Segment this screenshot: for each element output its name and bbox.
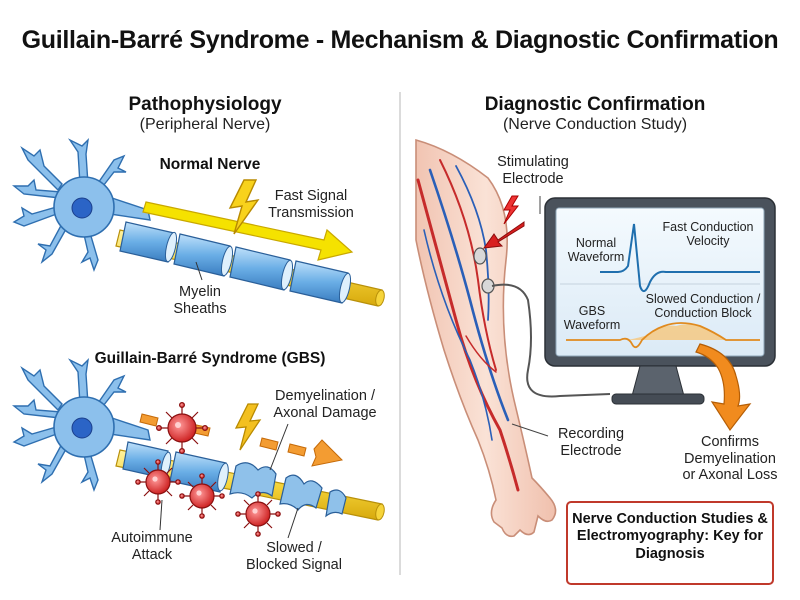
pathophysiology-heading: Pathophysiology	[128, 94, 282, 115]
diagnostic-heading: Diagnostic Confirmation	[484, 94, 706, 115]
monitor-icon	[544, 197, 776, 405]
fast-signal-arrow	[142, 201, 354, 261]
gbs-neuron-icon	[12, 358, 151, 493]
antibody-cell-icon	[135, 402, 281, 537]
electrode-cable	[491, 283, 611, 398]
key-diagnosis-box: Nerve Conduction Studies & Electromyogra…	[566, 501, 774, 585]
normal-neuron-icon	[12, 138, 151, 273]
gbs-lightning-bolt-icon	[234, 403, 262, 451]
confirms-arrow	[695, 343, 752, 432]
stimulus-lightning-icon	[503, 195, 520, 225]
diagnostic-subheading: (Nerve Conduction Study)	[502, 116, 688, 133]
normal-waveform	[600, 223, 760, 293]
lightning-bolt-icon	[228, 179, 260, 235]
gbs-leader-lines	[159, 423, 299, 539]
slowed-conduction-label: Slowed Conduction /Conduction Block	[645, 292, 761, 321]
gbs-nerve-fiber	[115, 441, 385, 521]
normal-nerve-heading: Normal Nerve	[159, 156, 261, 173]
gbs-waveform-fill	[626, 324, 726, 340]
normal-nerve-fiber	[115, 221, 385, 307]
pathophysiology-subheading: (Peripheral Nerve)	[139, 116, 271, 133]
demyelination-label: Demyelination /Axonal Damage	[273, 388, 377, 421]
arm-illustration	[415, 138, 557, 538]
recording-leader	[511, 423, 549, 437]
key-diagnosis-text: Nerve Conduction Studies & Electromyogra…	[572, 511, 768, 562]
gbs-heading: Guillain-Barré Syndrome (GBS)	[94, 350, 326, 367]
slowed-signal-label: Slowed /Blocked Signal	[246, 540, 342, 573]
gbs-waveform	[566, 322, 760, 349]
page-title: Guillain-Barré Syndrome - Mechanism & Di…	[21, 26, 779, 54]
myelin-leader-line	[195, 261, 203, 281]
stimulus-arrow	[482, 221, 525, 249]
